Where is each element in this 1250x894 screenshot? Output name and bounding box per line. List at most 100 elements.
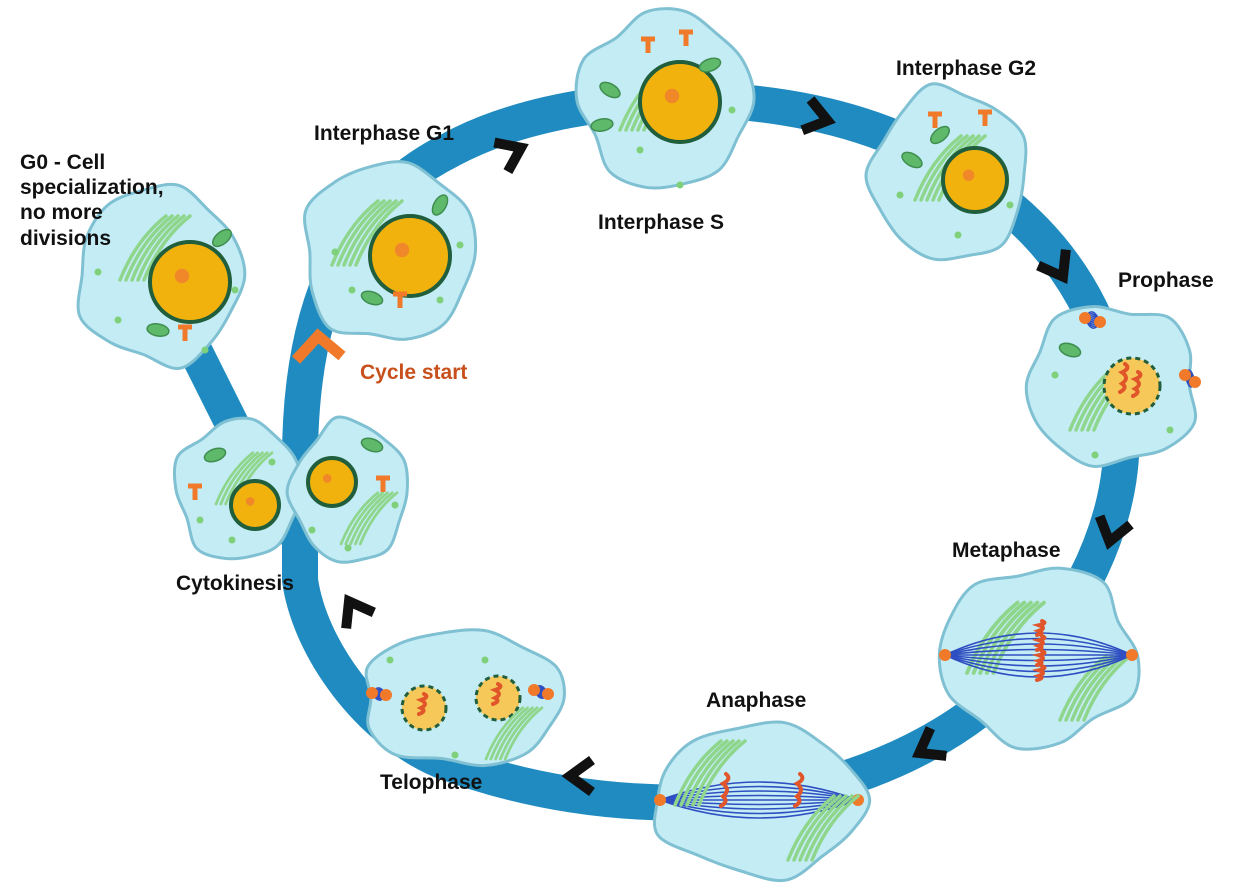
spindle-pole xyxy=(1126,649,1138,661)
golgi xyxy=(130,214,180,282)
cycle-start-arrow-icon xyxy=(291,328,346,364)
vesicle xyxy=(1051,371,1059,379)
mitochondrion xyxy=(590,118,614,132)
nucleus xyxy=(306,456,358,508)
golgi xyxy=(342,199,392,267)
golgi xyxy=(978,600,1033,675)
cell-g0 xyxy=(76,182,247,370)
vesicle xyxy=(348,286,356,294)
chevron-arrow-icon xyxy=(493,137,529,174)
chromosome xyxy=(1031,649,1047,667)
centriole xyxy=(376,475,390,492)
golgi xyxy=(965,600,1020,675)
mitochondrion xyxy=(211,228,233,248)
vesicle xyxy=(456,241,464,249)
vesicle xyxy=(94,268,102,276)
vesicle xyxy=(268,458,276,466)
cell-prophase xyxy=(1024,305,1201,468)
golgi xyxy=(913,134,963,202)
vesicle xyxy=(386,656,394,664)
centriole xyxy=(928,111,942,128)
centriole xyxy=(178,324,192,341)
golgi xyxy=(348,199,398,267)
golgi xyxy=(224,451,264,506)
golgi xyxy=(489,706,529,761)
nucleolus xyxy=(174,268,190,284)
vesicle xyxy=(391,501,399,509)
nucleolus xyxy=(245,497,255,506)
chromosome xyxy=(489,682,503,706)
golgi xyxy=(691,739,741,807)
spindle-pole xyxy=(654,794,666,806)
centriole xyxy=(641,36,655,53)
spindle-pole xyxy=(366,687,378,699)
cell-telophase xyxy=(364,628,566,768)
golgi xyxy=(358,491,399,546)
mitochondrion xyxy=(901,151,923,169)
golgi xyxy=(136,214,186,282)
nucleus xyxy=(941,146,1009,214)
nucleolus xyxy=(394,242,410,258)
chromosome xyxy=(1031,664,1047,682)
vesicle xyxy=(201,346,209,354)
label-interphase-s: Interphase S xyxy=(598,211,725,234)
spindle-pole xyxy=(939,649,951,661)
golgi xyxy=(354,199,404,267)
golgi xyxy=(354,491,394,546)
vesicle xyxy=(481,656,489,664)
chevron-arrow-icon xyxy=(800,96,836,136)
golgi xyxy=(810,794,860,862)
mitochondrion xyxy=(698,57,722,73)
vesicle xyxy=(231,286,239,294)
centriole xyxy=(679,29,693,46)
golgi xyxy=(673,739,723,807)
mitochondrion xyxy=(929,125,951,145)
golgi xyxy=(349,491,389,546)
chevron-arrow-icon xyxy=(1094,514,1134,550)
mitochondrion xyxy=(431,194,449,216)
chromosome xyxy=(415,692,429,716)
spindle-pole xyxy=(1189,376,1201,388)
spindle-fiber xyxy=(659,781,859,801)
spindle-pole xyxy=(1079,312,1091,324)
golgi xyxy=(1082,654,1132,722)
nucleolus xyxy=(664,88,680,104)
label-telophase: Telophase xyxy=(380,771,483,794)
mitochondrion xyxy=(360,437,384,453)
mitochondrion xyxy=(203,447,227,463)
golgi xyxy=(484,706,525,761)
nucleolus xyxy=(962,169,975,181)
vesicle xyxy=(1091,451,1099,459)
label-cytokinesis: Cytokinesis xyxy=(176,572,294,595)
chevron-arrow-icon xyxy=(341,593,376,629)
cell-membrane xyxy=(364,628,566,768)
centriole xyxy=(188,483,202,500)
mitochondrion xyxy=(1058,342,1082,358)
vesicle xyxy=(896,191,904,199)
golgi xyxy=(798,794,848,862)
spindle-pole xyxy=(528,684,540,696)
spindle-fiber xyxy=(659,799,859,810)
centriole xyxy=(978,109,992,126)
nucleolus xyxy=(322,474,332,483)
chromosome xyxy=(1031,634,1047,652)
vesicle xyxy=(331,248,339,256)
cell-anaphase xyxy=(652,720,872,883)
vesicle xyxy=(114,316,122,324)
golgi xyxy=(118,214,168,282)
golgi xyxy=(919,134,969,202)
mitochondrion xyxy=(599,81,621,99)
nucleus xyxy=(148,240,232,324)
golgi xyxy=(503,706,544,761)
golgi xyxy=(219,451,259,506)
nucleus xyxy=(229,479,281,531)
cell-cytokinesis-left xyxy=(172,416,305,561)
chevron-arrow-icon xyxy=(1036,249,1071,285)
golgi xyxy=(804,794,854,862)
golgi xyxy=(499,706,539,761)
label-cycle-start: Cycle start xyxy=(360,361,468,384)
spindle-pole xyxy=(1094,316,1106,328)
chevron-arrow-icon xyxy=(911,726,947,761)
